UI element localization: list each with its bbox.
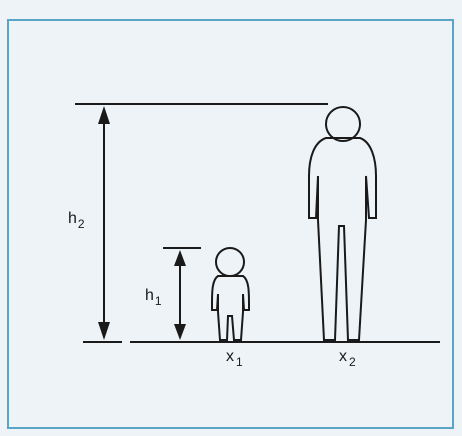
child-body [211, 275, 250, 341]
outer-frame [7, 19, 454, 429]
label-h2: h2 [68, 210, 85, 231]
child-figure [211, 247, 250, 341]
h2-arrow [98, 106, 110, 340]
adult-body [308, 137, 377, 341]
adult-figure [308, 106, 377, 341]
h1-arrow [174, 250, 186, 340]
label-h1: h1 [145, 287, 162, 308]
adult-head [325, 106, 361, 142]
child-head [215, 247, 245, 277]
